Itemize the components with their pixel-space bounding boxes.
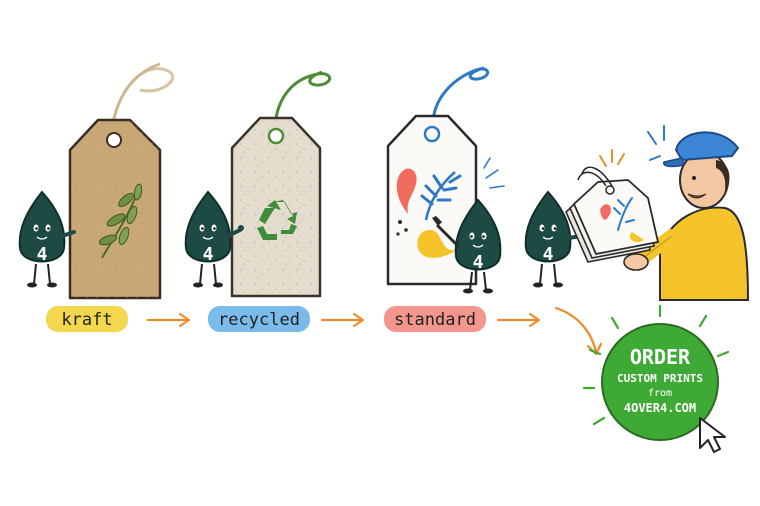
mascot-number: 4 bbox=[203, 244, 214, 265]
cta-line3: from bbox=[648, 388, 672, 399]
mascot-number: 4 bbox=[37, 244, 48, 265]
tag-hole bbox=[423, 125, 441, 143]
svg-text:kraft: kraft bbox=[61, 310, 112, 330]
recycle-icon bbox=[257, 200, 297, 240]
mascot-number: 4 bbox=[473, 252, 484, 273]
cta-line2: CUSTOM PRINTS bbox=[617, 372, 703, 385]
tag-stack bbox=[565, 166, 660, 271]
label-kraft: kraft bbox=[46, 306, 128, 332]
tag-string bbox=[273, 70, 332, 126]
burst-lines bbox=[582, 304, 730, 426]
svg-text:recycled: recycled bbox=[218, 310, 300, 330]
art-splash-icon bbox=[396, 168, 462, 258]
arrow-icon bbox=[146, 312, 191, 328]
mascot: 4 bbox=[184, 190, 244, 288]
cta-line1: ORDER bbox=[630, 345, 691, 369]
tag-hole bbox=[106, 132, 122, 148]
cursor-icon bbox=[699, 417, 726, 453]
mascot: 4 bbox=[18, 190, 76, 288]
paintbrush-icon bbox=[432, 216, 460, 248]
arrow-icon bbox=[554, 306, 603, 356]
tag-string bbox=[431, 66, 490, 121]
recycled-tag bbox=[230, 70, 332, 298]
sparkle-lines bbox=[483, 157, 505, 189]
kraft-tag bbox=[68, 62, 174, 300]
tag-hole bbox=[267, 127, 285, 145]
mascot: 4 bbox=[524, 190, 584, 288]
label-recycled: recycled bbox=[208, 306, 310, 332]
order-cta-button[interactable]: ORDER CUSTOM PRINTS from 4OVER4.COM bbox=[601, 323, 719, 441]
label-standard: standard bbox=[384, 306, 486, 332]
arrow-icon bbox=[320, 312, 365, 328]
cap bbox=[674, 131, 740, 162]
cta-line4: 4OVER4.COM bbox=[624, 401, 696, 415]
svg-text:standard: standard bbox=[394, 310, 476, 330]
mascot: 4 bbox=[432, 198, 502, 294]
tag-string bbox=[110, 62, 161, 129]
mascot-number: 4 bbox=[543, 244, 554, 265]
arrow-icon bbox=[496, 312, 541, 328]
leaf-icon bbox=[98, 183, 143, 259]
